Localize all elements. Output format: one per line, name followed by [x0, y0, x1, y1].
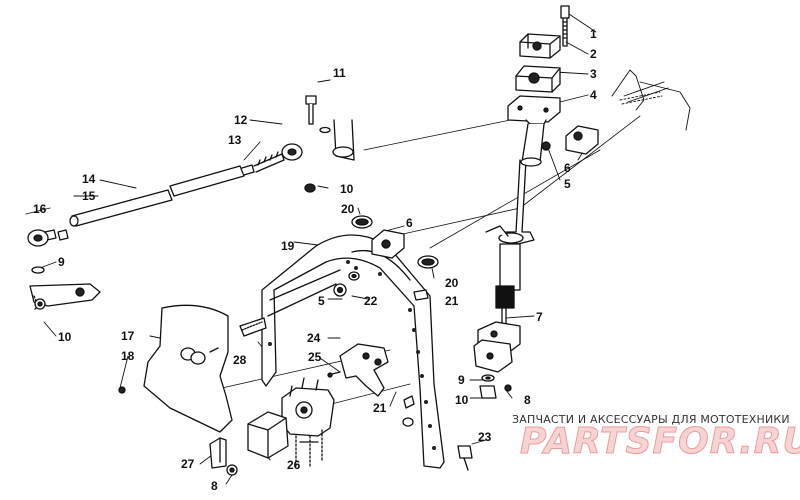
callout-13: 13: [228, 133, 242, 147]
bracket-24: [339, 343, 389, 397]
nut-5-lower: [333, 283, 347, 297]
callout-11: 11: [333, 66, 346, 80]
callout-4: 4: [590, 88, 597, 102]
bolt-23: [457, 445, 473, 471]
callout-2: 2: [590, 47, 597, 61]
column-flange: [507, 95, 561, 123]
callout-25: 25: [308, 350, 322, 364]
steering-gear: [281, 377, 335, 469]
callout-22: 22: [364, 294, 378, 308]
callout-24: 24: [307, 331, 321, 345]
washer-9-lower: [481, 374, 495, 382]
tie-rod: [27, 143, 303, 247]
bolt-11: [305, 95, 317, 125]
pitman-arm: [29, 266, 101, 311]
handlebar-outline: [611, 69, 691, 131]
callout-9-lower: 9: [458, 373, 465, 387]
callout-19: 19: [281, 239, 295, 253]
callout-6-top: 6: [564, 161, 571, 175]
callout-10-left: 10: [58, 330, 72, 344]
watermark-logo: PARTSFOR.RU: [520, 421, 800, 462]
clamp-middle: [371, 229, 405, 259]
callout-23: 23: [478, 430, 492, 444]
washer-upper: [319, 126, 331, 134]
callout-7: 7: [536, 310, 543, 324]
bolt-1: [560, 5, 570, 47]
bolt-25: [327, 371, 341, 378]
callout-28: 28: [233, 353, 247, 367]
callout-9-left: 9: [58, 255, 65, 269]
callout-10-upper: 10: [340, 182, 354, 196]
callout-21-lower: 21: [373, 401, 387, 415]
bolt-8-upper: [504, 384, 512, 392]
callout-8-lower: 8: [211, 479, 218, 493]
callout-5-top: 5: [564, 177, 571, 191]
callout-12: 12: [234, 113, 248, 127]
clamp-upper: [515, 33, 561, 93]
callout-3: 3: [590, 67, 597, 81]
screw-18: [118, 386, 126, 394]
callout-8-right: 8: [524, 393, 531, 407]
shield-plate: [143, 304, 233, 433]
callout-18: 18: [121, 349, 135, 363]
callout-26: 26: [287, 458, 301, 472]
upper-mount: [304, 119, 355, 193]
lower-bracket-7: [473, 321, 521, 373]
bracket-28: [239, 317, 267, 337]
washer-22: [348, 271, 360, 281]
callout-10-lower: 10: [455, 393, 469, 407]
watermark-caption: ЗАПЧАСТИ И АКСЕССУАРЫ ДЛЯ МОТОТЕХНИКИ: [512, 413, 790, 426]
bracket-27: [209, 437, 227, 469]
pin-21-upper: [413, 289, 429, 301]
callout-20-upper: 20: [341, 202, 355, 216]
callout-21-upper: 21: [445, 294, 459, 308]
callout-20-lower: 20: [445, 276, 459, 290]
callout-1: 1: [590, 27, 597, 41]
leader-lines: [25, 11, 597, 485]
callout-15: 15: [82, 189, 96, 203]
callout-6-middle: 6: [406, 216, 413, 230]
nut-8-lower: [226, 464, 238, 476]
callout-27: 27: [181, 457, 195, 471]
clamp-right: [565, 125, 599, 155]
clip-20-upper: [351, 215, 373, 229]
bolt-5-top: [541, 141, 551, 151]
callout-14: 14: [82, 172, 96, 186]
nut-10-lower: [479, 385, 497, 399]
callout-16: 16: [33, 202, 47, 216]
module-26: [247, 411, 289, 459]
clip-20-lower: [417, 255, 439, 269]
callout-5-lower: 5: [318, 294, 325, 308]
callout-17: 17: [121, 329, 135, 343]
pin-21-lower: [402, 395, 415, 427]
steering-column: [485, 119, 547, 325]
